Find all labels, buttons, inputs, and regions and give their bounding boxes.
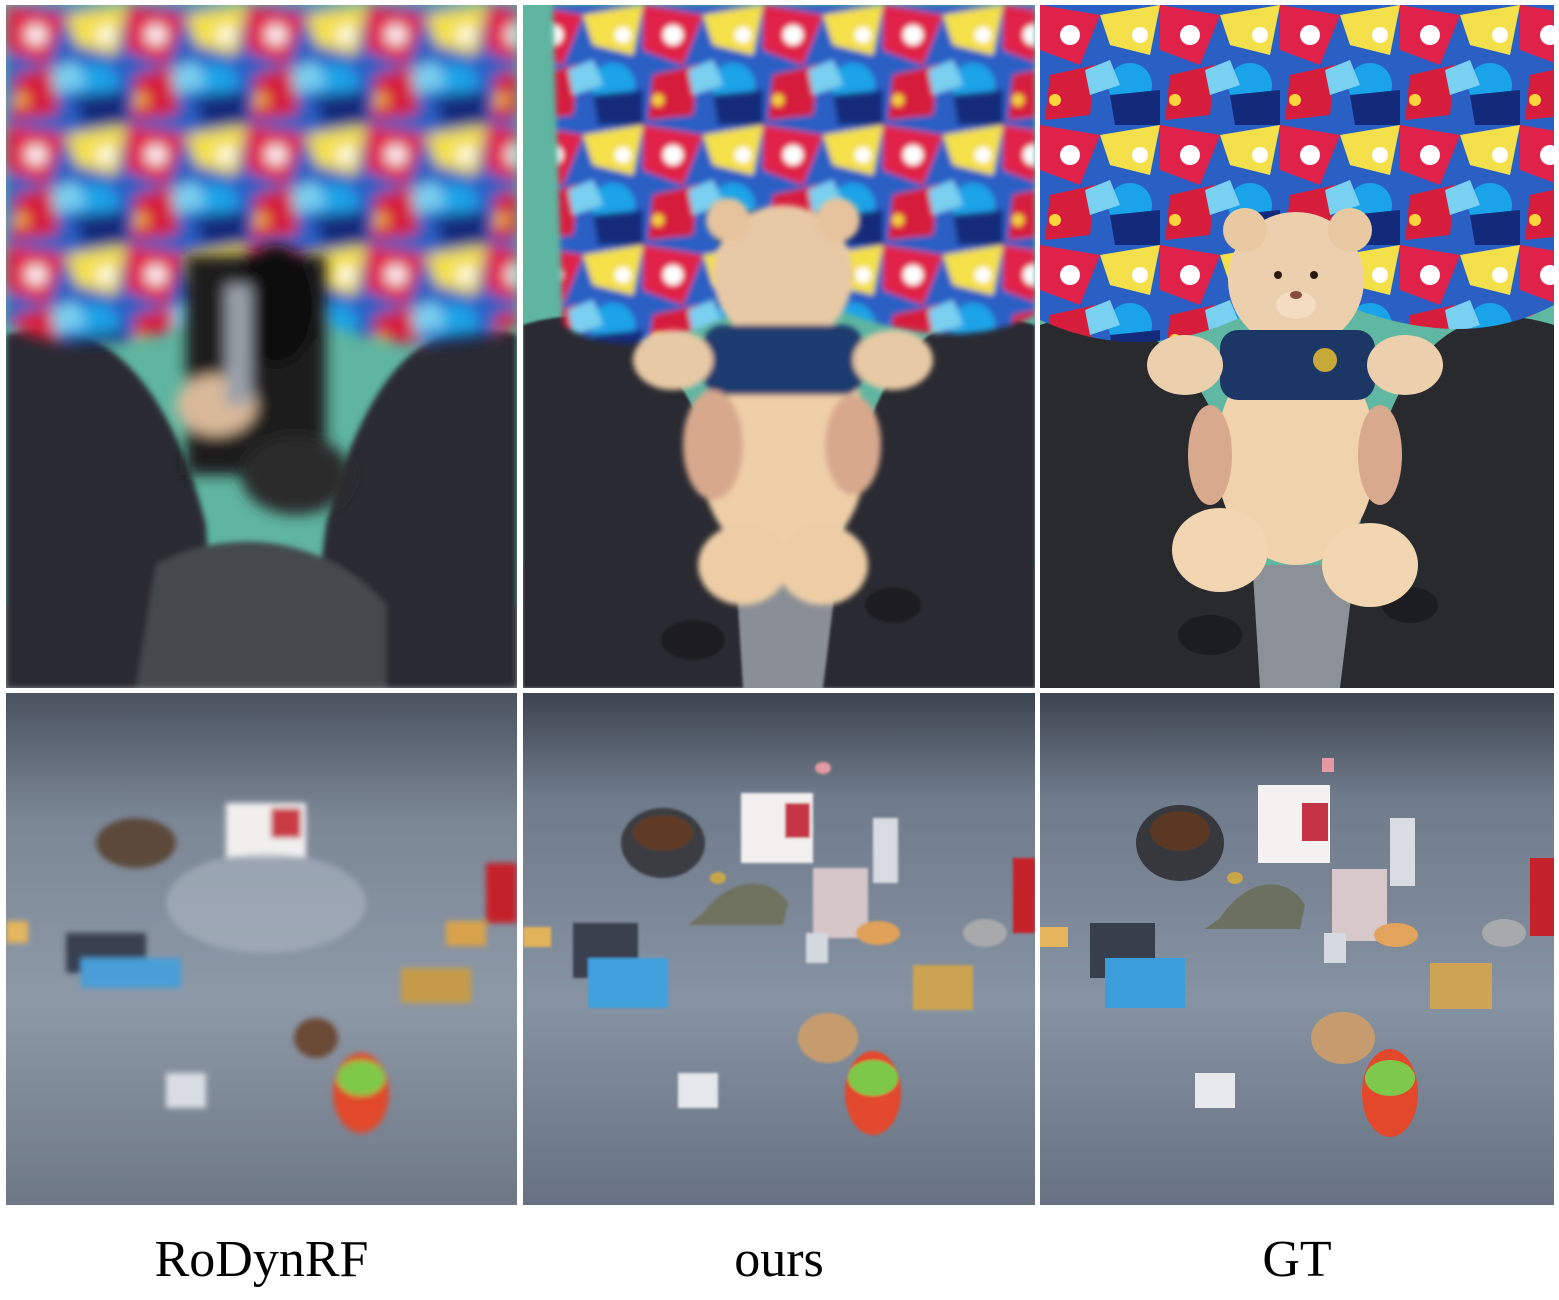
ours-teddy-image xyxy=(523,5,1035,688)
rodynrf-objects-image xyxy=(6,693,517,1205)
gt-objects-image xyxy=(1040,693,1554,1205)
ours-objects-image xyxy=(523,693,1035,1205)
column-label-gt: GT xyxy=(1262,1231,1332,1288)
gt-teddy-image xyxy=(1040,5,1554,688)
column-label-ours: ours xyxy=(734,1231,824,1288)
column-label-rodynrf: RoDynRF xyxy=(154,1231,369,1288)
rodynrf-teddy-image xyxy=(6,5,517,688)
